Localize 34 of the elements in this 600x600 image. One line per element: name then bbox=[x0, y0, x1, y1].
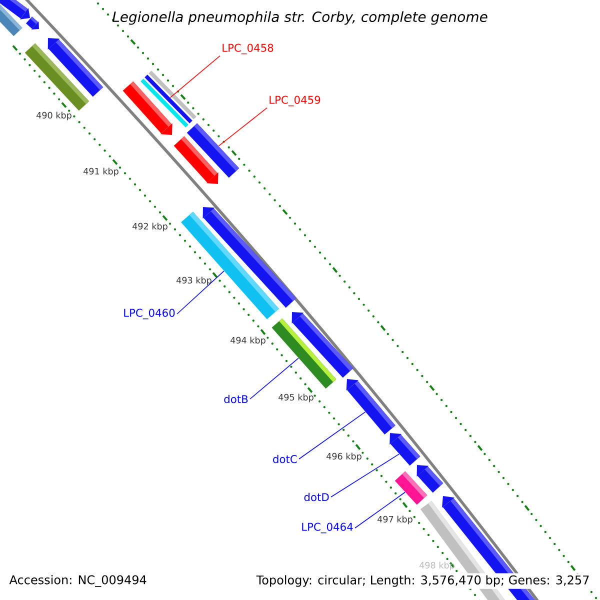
footer-text: Accession: NC_009494 bbox=[7, 573, 149, 589]
title: Legionella pneumophila str. Corby, complete genome bbox=[112, 11, 488, 25]
gene-segment bbox=[0, 0, 30, 20]
gene-label: LPC_0459 bbox=[270, 96, 320, 106]
gene-label: dotC bbox=[273, 454, 297, 464]
gene-label: LPC_0464 bbox=[302, 522, 353, 534]
gene-segment bbox=[24, 43, 90, 111]
scale-label: 496 kbp bbox=[326, 452, 362, 462]
scale-label: 494 kbp bbox=[230, 336, 266, 346]
gene-label: dotB bbox=[224, 394, 248, 404]
scale-label: 493 kbp bbox=[176, 276, 212, 286]
gene-label: LPC_0460 bbox=[124, 308, 175, 320]
leader-line bbox=[354, 492, 406, 528]
gene-segment bbox=[346, 379, 396, 435]
leader-line bbox=[218, 107, 268, 146]
scale-label: 495 kbp bbox=[278, 394, 314, 402]
gene-segment bbox=[0, 4, 22, 36]
gene-label: dotD bbox=[304, 492, 329, 502]
scale-label: 497 kbp bbox=[378, 516, 412, 524]
scale-label: 491 kbp bbox=[84, 168, 118, 176]
gene-segment bbox=[416, 465, 444, 493]
gene-segment bbox=[122, 81, 172, 135]
scale-label: 492 kbp bbox=[132, 222, 168, 232]
scale-label: 498 kbp bbox=[420, 562, 454, 570]
footer-text: Topology: circular; Length: 3,576,470 bp; Genes: 3,257 bbox=[254, 573, 592, 589]
gene-segment bbox=[174, 136, 218, 184]
gene-segment bbox=[390, 433, 420, 466]
scale-label: 490 kbp bbox=[36, 112, 72, 120]
gene-segment bbox=[26, 16, 39, 30]
leader-line bbox=[176, 270, 224, 314]
leader-line bbox=[330, 454, 400, 498]
gene-segment bbox=[272, 318, 336, 389]
gene-label: LPC_0458 bbox=[222, 44, 274, 54]
leader-line bbox=[298, 412, 366, 460]
